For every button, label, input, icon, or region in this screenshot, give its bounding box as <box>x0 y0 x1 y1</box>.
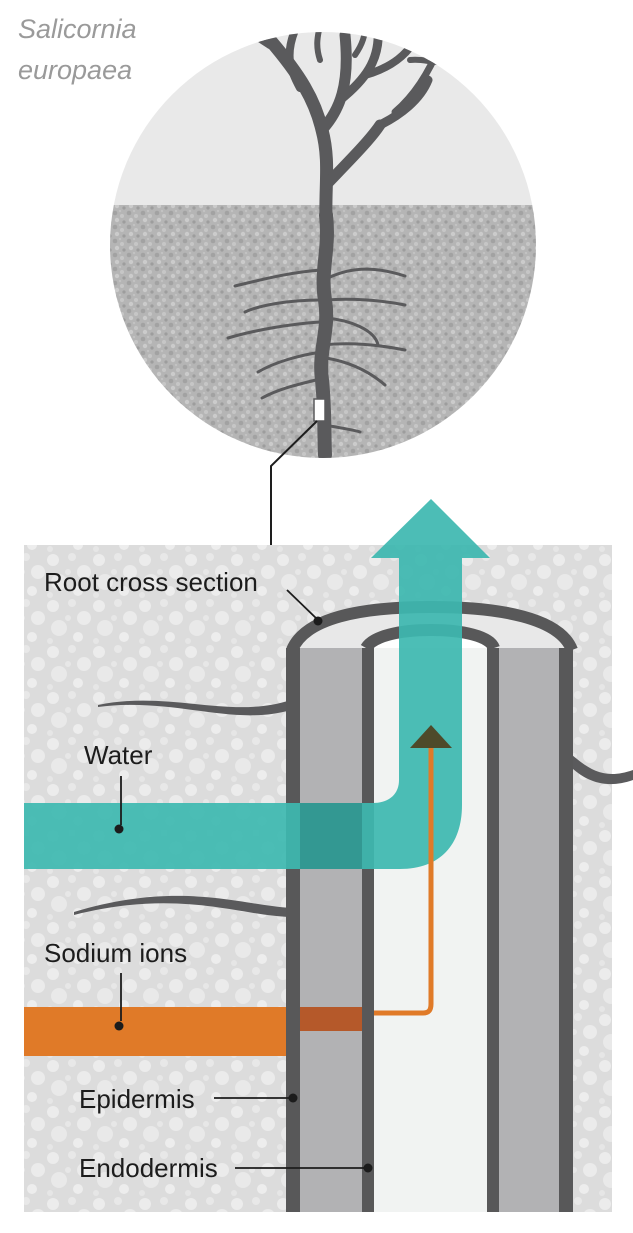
right-rootlet <box>572 755 633 785</box>
salicornia-plant <box>226 32 448 458</box>
leader-dot-sodium-ions <box>114 1021 124 1031</box>
leader-dot-root-cross-section <box>313 616 323 626</box>
epidermis-wall-left <box>286 648 300 1212</box>
species-name-line1: Salicornia <box>18 14 137 44</box>
species-name-line2: europaea <box>18 55 132 85</box>
label-epidermis: Epidermis <box>79 1084 195 1114</box>
sodium-flow <box>24 725 452 1056</box>
water-arrow-head <box>371 499 490 558</box>
label-water: Water <box>84 740 153 770</box>
leader-root-cross-section <box>286 589 319 621</box>
plant-overview-circle <box>110 32 536 458</box>
sodium-in-tissue <box>300 1007 362 1031</box>
water-band <box>24 558 462 869</box>
leader-dot-endodermis <box>363 1163 373 1173</box>
left-rootlet-upper <box>98 700 291 716</box>
leader-dot-water <box>114 824 124 834</box>
endodermis-wall-right <box>487 648 499 1212</box>
endodermis-wall-left <box>362 648 374 1212</box>
outer-tissue-left <box>300 648 362 1212</box>
water-in-tissue <box>300 803 362 869</box>
zoom-connector-line <box>270 420 318 545</box>
epidermis-wall-right <box>559 648 573 1212</box>
water-flow <box>24 499 490 869</box>
leader-dot-epidermis <box>288 1093 298 1103</box>
label-endodermis: Endodermis <box>79 1153 218 1183</box>
outer-tissue-right <box>499 648 559 1212</box>
zoom-marker <box>313 398 326 422</box>
label-sodium-ions: Sodium ions <box>44 938 187 968</box>
sodium-band <box>24 1007 286 1056</box>
left-rootlet-lower <box>74 895 291 917</box>
label-root-cross-section: Root cross section <box>44 567 258 597</box>
sodium-path-line <box>374 748 434 1016</box>
sodium-arrow-head <box>410 725 452 748</box>
